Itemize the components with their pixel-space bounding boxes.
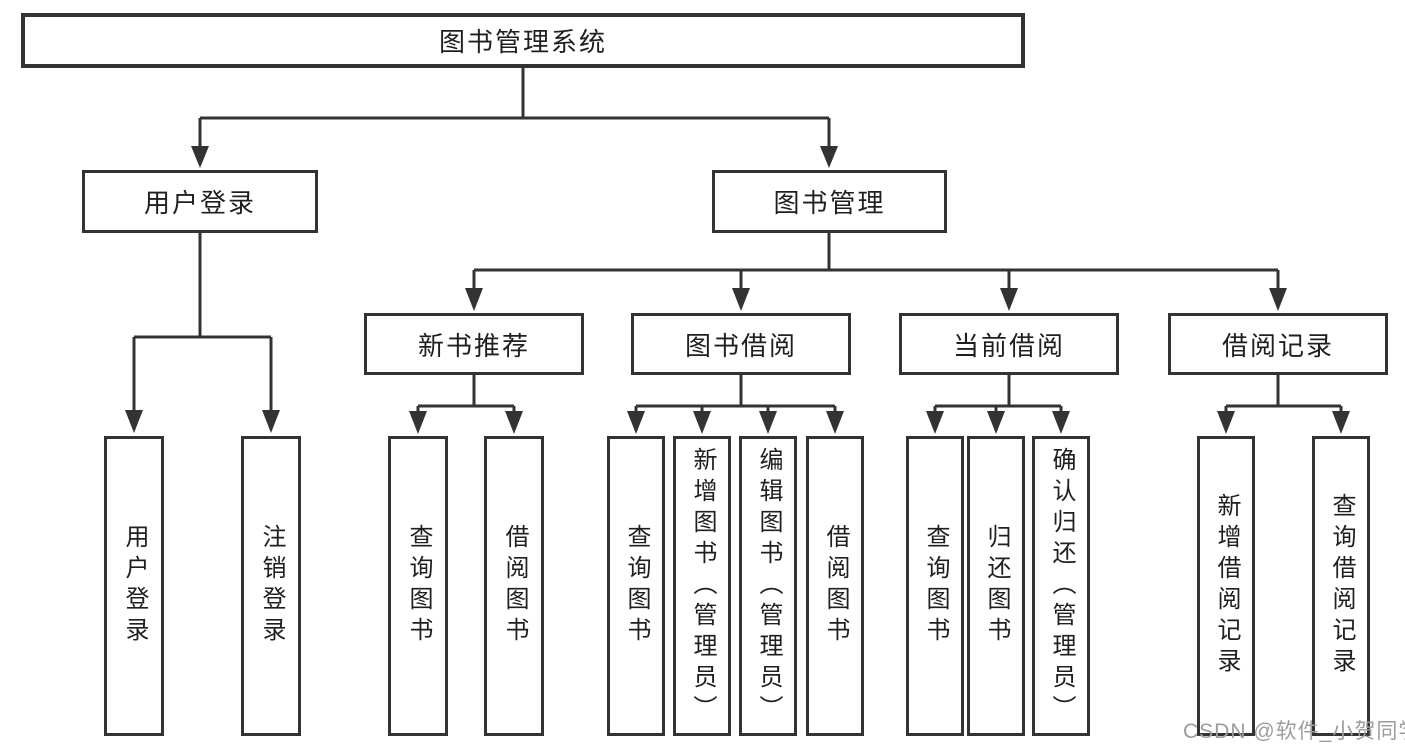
leaf-query-borrow-record: 查询借阅记录 xyxy=(1312,436,1370,736)
node-book-borrow-label: 图书借阅 xyxy=(684,330,797,361)
node-user-login-label: 用户登录 xyxy=(143,188,256,218)
arrowhead-down-icon xyxy=(505,411,523,434)
connector-new-book-to-leaves xyxy=(416,375,516,413)
leaf-user-login-label: 用户登录 xyxy=(121,524,148,648)
leaf-logout: 注销登录 xyxy=(241,436,301,736)
arrowhead-down-icon xyxy=(693,411,711,434)
leaf-borrow-books: 借阅图书 xyxy=(806,436,864,736)
leaf-add-borrow-record: 新增借阅记录 xyxy=(1197,436,1255,736)
arrowhead-down-icon xyxy=(125,410,143,433)
arrowhead-down-icon xyxy=(1269,288,1287,311)
leaf-add-books-admin-label: 新增图书（管理员） xyxy=(689,446,716,726)
leaf-query-books-borrow-label: 查询图书 xyxy=(623,524,650,648)
leaf-query-books-borrow: 查询图书 xyxy=(607,436,665,736)
arrowhead-down-icon xyxy=(262,410,280,433)
leaf-query-books-recommend-label: 查询图书 xyxy=(405,524,432,648)
node-user-login: 用户登录 xyxy=(82,170,318,233)
node-new-book-recommend-label: 新书推荐 xyxy=(417,330,530,361)
arrowhead-down-icon xyxy=(1332,411,1350,434)
arrowhead-down-icon xyxy=(759,411,777,434)
arrowhead-down-icon xyxy=(926,411,944,434)
node-current-borrow: 当前借阅 xyxy=(899,313,1119,375)
connector-borrow-records-to-leaves xyxy=(1224,375,1343,413)
arrowhead-down-icon xyxy=(1217,411,1235,434)
leaf-query-books-recommend: 查询图书 xyxy=(388,436,448,736)
leaf-query-books-current: 查询图书 xyxy=(906,436,964,736)
leaf-edit-books-admin: 编辑图书（管理员） xyxy=(739,436,797,736)
leaf-confirm-return-admin-label: 确认归还（管理员） xyxy=(1048,446,1075,726)
node-root-label: 图书管理系统 xyxy=(438,27,607,57)
leaf-borrow-books-recommend-label: 借阅图书 xyxy=(501,524,528,648)
leaf-edit-books-admin-label: 编辑图书（管理员） xyxy=(755,446,782,726)
connector-user-login-to-leaves xyxy=(132,233,273,410)
node-new-book-recommend: 新书推荐 xyxy=(364,313,584,375)
leaf-logout-label: 注销登录 xyxy=(258,524,285,648)
leaf-confirm-return-admin: 确认归还（管理员） xyxy=(1032,436,1090,736)
node-borrow-records-label: 借阅记录 xyxy=(1221,330,1334,361)
arrowhead-down-icon xyxy=(191,146,209,168)
node-book-borrow: 图书借阅 xyxy=(631,313,851,375)
leaf-query-books-current-label: 查询图书 xyxy=(922,524,949,648)
arrowhead-down-icon xyxy=(627,411,645,434)
leaf-user-login: 用户登录 xyxy=(104,436,164,736)
node-root: 图书管理系统 xyxy=(21,13,1025,68)
connector-root-to-level2 xyxy=(198,68,831,147)
leaf-query-borrow-record-label: 查询借阅记录 xyxy=(1328,493,1355,679)
arrowhead-down-icon xyxy=(732,288,750,311)
connector-book-mgmt-to-level3 xyxy=(472,233,1280,289)
connector-book-borrow-to-leaves xyxy=(634,375,837,413)
arrowhead-down-icon xyxy=(987,411,1005,434)
node-book-management: 图书管理 xyxy=(712,170,947,233)
arrowhead-down-icon xyxy=(826,411,844,434)
arrowhead-down-icon xyxy=(1052,411,1070,434)
leaf-return-books: 归还图书 xyxy=(967,436,1025,736)
node-book-management-label: 图书管理 xyxy=(773,188,886,218)
csdn-watermark: CSDN @软件_小贺同学 xyxy=(1183,720,1405,743)
leaf-borrow-books-recommend: 借阅图书 xyxy=(484,436,544,736)
leaf-add-books-admin: 新增图书（管理员） xyxy=(673,436,731,736)
node-current-borrow-label: 当前借阅 xyxy=(952,330,1065,361)
node-borrow-records: 借阅记录 xyxy=(1168,313,1388,375)
leaf-borrow-books-label: 借阅图书 xyxy=(822,524,849,648)
leaf-return-books-label: 归还图书 xyxy=(983,524,1010,648)
arrowhead-down-icon xyxy=(820,146,838,168)
leaf-add-borrow-record-label: 新增借阅记录 xyxy=(1213,493,1240,679)
connector-current-borrow-to-leaves xyxy=(933,375,1063,413)
arrowhead-down-icon xyxy=(1000,288,1018,311)
arrowhead-down-icon xyxy=(465,288,483,311)
arrowhead-down-icon xyxy=(409,411,427,434)
